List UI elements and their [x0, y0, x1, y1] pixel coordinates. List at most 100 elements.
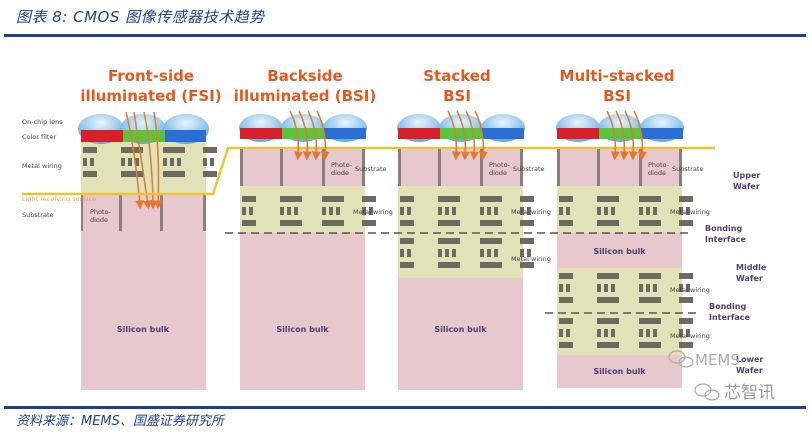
metal-wire	[480, 196, 502, 202]
metal-wire	[559, 297, 573, 303]
pixel-isolation	[398, 149, 401, 186]
pixel-isolation	[520, 149, 523, 186]
metal-wire	[566, 207, 570, 215]
metal-wire	[452, 249, 456, 257]
metal-wire	[679, 220, 693, 226]
silicon-bulk-label: Silicon bulk	[593, 367, 646, 376]
metal-wire	[128, 158, 132, 166]
metal-wire	[83, 158, 87, 166]
upper-wafer-label-1: Upper	[733, 171, 760, 180]
light-arrow	[289, 110, 303, 161]
metal-wire	[242, 207, 246, 215]
silicon-bulk	[398, 278, 523, 390]
silicon-bulk	[557, 233, 682, 268]
metal-wire	[527, 207, 531, 215]
metal-wire	[679, 318, 693, 324]
metal-wire	[407, 207, 411, 215]
metal-wire	[597, 220, 619, 226]
metal-wire	[336, 207, 340, 215]
cmos-diagram: Front-side illuminated (FSI) Backside il…	[22, 67, 775, 403]
metal-wire	[597, 342, 619, 348]
pixel-isolation	[480, 149, 483, 186]
metal-wire	[559, 273, 573, 279]
metal-wire	[686, 284, 690, 292]
metal-wire	[527, 249, 531, 257]
interface-label-1: Interface	[705, 235, 746, 244]
label-diode: diode	[90, 216, 108, 224]
metal-wire	[639, 318, 661, 324]
silicon-bulk-label: Silicon bulk	[434, 325, 487, 334]
metal-wire	[480, 207, 484, 215]
label-light-receiving-surface: Light receiving surface	[22, 195, 96, 203]
pixel-isolation	[557, 149, 560, 186]
metal-wire	[163, 171, 185, 177]
metal-wire	[653, 207, 657, 215]
metal-wire	[566, 284, 570, 292]
metal-wire	[362, 220, 376, 226]
metal-wire	[646, 329, 650, 337]
metal-wire	[438, 207, 442, 215]
metal-wire	[679, 273, 693, 279]
metal-wire	[597, 318, 619, 324]
upper-wafer-label-2: Wafer	[733, 182, 760, 191]
metal-wire	[480, 262, 502, 268]
light-arrow	[633, 110, 647, 161]
stacked-title-1: Stacked	[423, 67, 490, 85]
metal-wire	[639, 329, 643, 337]
label-metal-wiring: Metal wiring	[670, 332, 710, 340]
metal-wire	[597, 273, 619, 279]
label-color-filter: Color filter	[22, 133, 56, 141]
metal-wire	[480, 220, 502, 226]
light-arrow	[606, 110, 620, 161]
silicon-bulk-label: Silicon bulk	[593, 247, 646, 256]
metal-wire	[597, 207, 601, 215]
fsi-wiring-layer	[81, 142, 206, 194]
metal-wire	[520, 249, 524, 257]
metal-wire	[611, 207, 615, 215]
light-arrow	[298, 110, 312, 161]
metal-wire	[520, 220, 534, 226]
label-metal-wiring: Metal wiring	[511, 208, 551, 216]
interface-label-2: Interface	[709, 313, 750, 322]
metal-wire	[639, 207, 643, 215]
metal-wire	[639, 196, 661, 202]
metal-wire	[163, 147, 185, 153]
label-on-chip-lens: On-chip lens	[22, 118, 63, 126]
metal-wire	[362, 196, 376, 202]
metal-wire	[400, 207, 404, 215]
metal-wire	[494, 249, 498, 257]
metal-wire	[639, 284, 643, 292]
blue-filter	[641, 128, 683, 139]
metal-wire	[679, 207, 683, 215]
metal-wire	[597, 329, 601, 337]
metal-wiring-layer	[398, 233, 523, 278]
lower-wafer-label-2: Wafer	[736, 366, 763, 375]
metal-wire	[135, 158, 139, 166]
blue-filter	[324, 128, 366, 139]
light-arrow	[624, 110, 638, 161]
metal-wire	[407, 249, 411, 257]
metal-wire	[597, 196, 619, 202]
bsi-title-2: illuminated (BSI)	[234, 87, 377, 105]
figure-title: 图表 8: CMOS 图像传感器技术趋势	[16, 8, 265, 26]
metal-wire	[121, 147, 143, 153]
metal-wiring-layer	[398, 186, 523, 233]
figure-source: 资料来源：MEMS、国盛证券研究所	[16, 414, 224, 429]
stacked-title-2: BSI	[443, 87, 471, 105]
lower-wafer-label-1: Lower	[736, 355, 763, 364]
metal-wire	[362, 207, 366, 215]
red-filter	[398, 128, 440, 139]
metal-wire	[438, 262, 460, 268]
metal-wire	[494, 207, 498, 215]
metal-wire	[566, 329, 570, 337]
metal-wire	[559, 284, 563, 292]
metal-wire	[679, 297, 693, 303]
metal-wire	[438, 238, 460, 244]
light-arrow	[316, 110, 330, 161]
watermark-mems: MEMS	[695, 351, 740, 369]
metal-wire	[604, 284, 608, 292]
pixel-isolation	[639, 149, 642, 186]
metal-wire	[210, 158, 214, 166]
